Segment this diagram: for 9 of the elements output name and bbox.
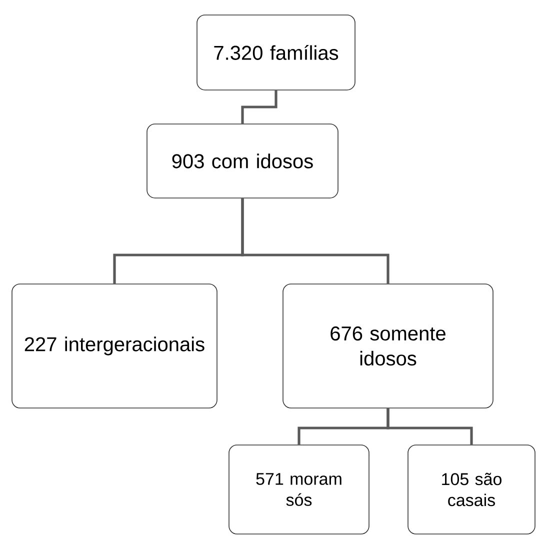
process-box: 227 intergeracionais: [12, 284, 218, 408]
connector-line: [241, 198, 390, 284]
process-box: 571 moram sós: [228, 444, 370, 534]
process-box: 105 são casais: [408, 444, 536, 534]
connector-line: [386, 408, 473, 445]
connector-line: [241, 90, 278, 124]
process-box: 676 somente idosos: [282, 284, 494, 408]
process-box: 903 com idosos: [146, 124, 338, 198]
process-box: 7.320 famílias: [196, 14, 356, 90]
